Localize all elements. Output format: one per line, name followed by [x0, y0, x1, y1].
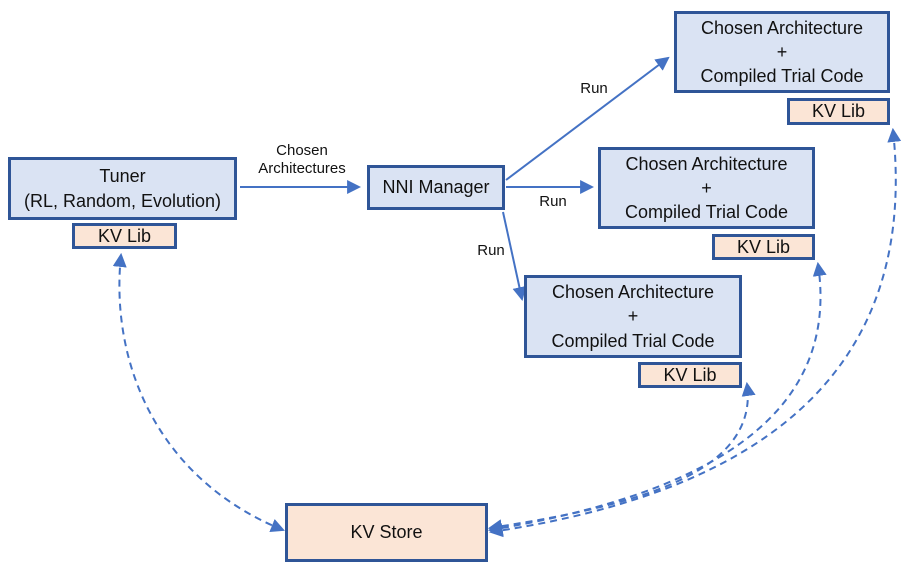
trial-line3: Compiled Trial Code: [551, 330, 715, 351]
trial-line1: Chosen Architecture: [551, 282, 715, 303]
edge-kvstore-kvlib-bottom: [487, 381, 756, 534]
trial-line3: Compiled Trial Code: [624, 202, 789, 223]
kv-lib-label: KV Lib: [811, 101, 866, 122]
kv-lib-node-bottom: KV Lib: [638, 362, 742, 388]
edge-run-to-trial-bottom: [502, 211, 527, 302]
kv-lib-label: KV Lib: [97, 225, 152, 246]
edge-label-chosen-architectures: Chosen Architectures: [258, 142, 346, 177]
kv-lib-tuner-node: KV Lib: [72, 223, 177, 249]
edge-kvstore-kvlib-top: [488, 127, 902, 538]
edge-kvstore-tuner-kvlib: [112, 252, 285, 532]
edge-label-run-bottom: Run: [477, 242, 505, 259]
edge-label-run-mid: Run: [539, 193, 567, 210]
trial-line3: Compiled Trial Code: [700, 66, 864, 87]
edge-label-run-top: Run: [580, 80, 608, 97]
trial-line2: +: [627, 306, 639, 327]
tuner-title: Tuner: [99, 166, 146, 187]
kv-lib-label: KV Lib: [663, 364, 717, 385]
trial-line2: +: [776, 41, 788, 62]
tuner-subtitle: (RL, Random, Evolution): [23, 190, 222, 211]
trial-node-mid: Chosen Architecture + Compiled Trial Cod…: [598, 147, 815, 229]
kv-lib-node-mid: KV Lib: [712, 234, 815, 260]
kv-store-label: KV Store: [350, 522, 423, 543]
trial-node-bottom: Chosen Architecture + Compiled Trial Cod…: [524, 275, 742, 358]
kv-lib-label: KV Lib: [736, 236, 791, 257]
kv-lib-node-top: KV Lib: [787, 98, 890, 125]
nni-manager-node: NNI Manager: [367, 165, 505, 210]
trial-node-top: Chosen Architecture + Compiled Trial Cod…: [674, 11, 890, 93]
trial-line1: Chosen Architecture: [700, 17, 864, 38]
nni-manager-label: NNI Manager: [382, 177, 490, 198]
trial-line2: +: [701, 177, 712, 198]
tuner-node: Tuner (RL, Random, Evolution): [8, 157, 237, 220]
kv-store-node: KV Store: [285, 503, 488, 562]
trial-line1: Chosen Architecture: [625, 153, 788, 174]
